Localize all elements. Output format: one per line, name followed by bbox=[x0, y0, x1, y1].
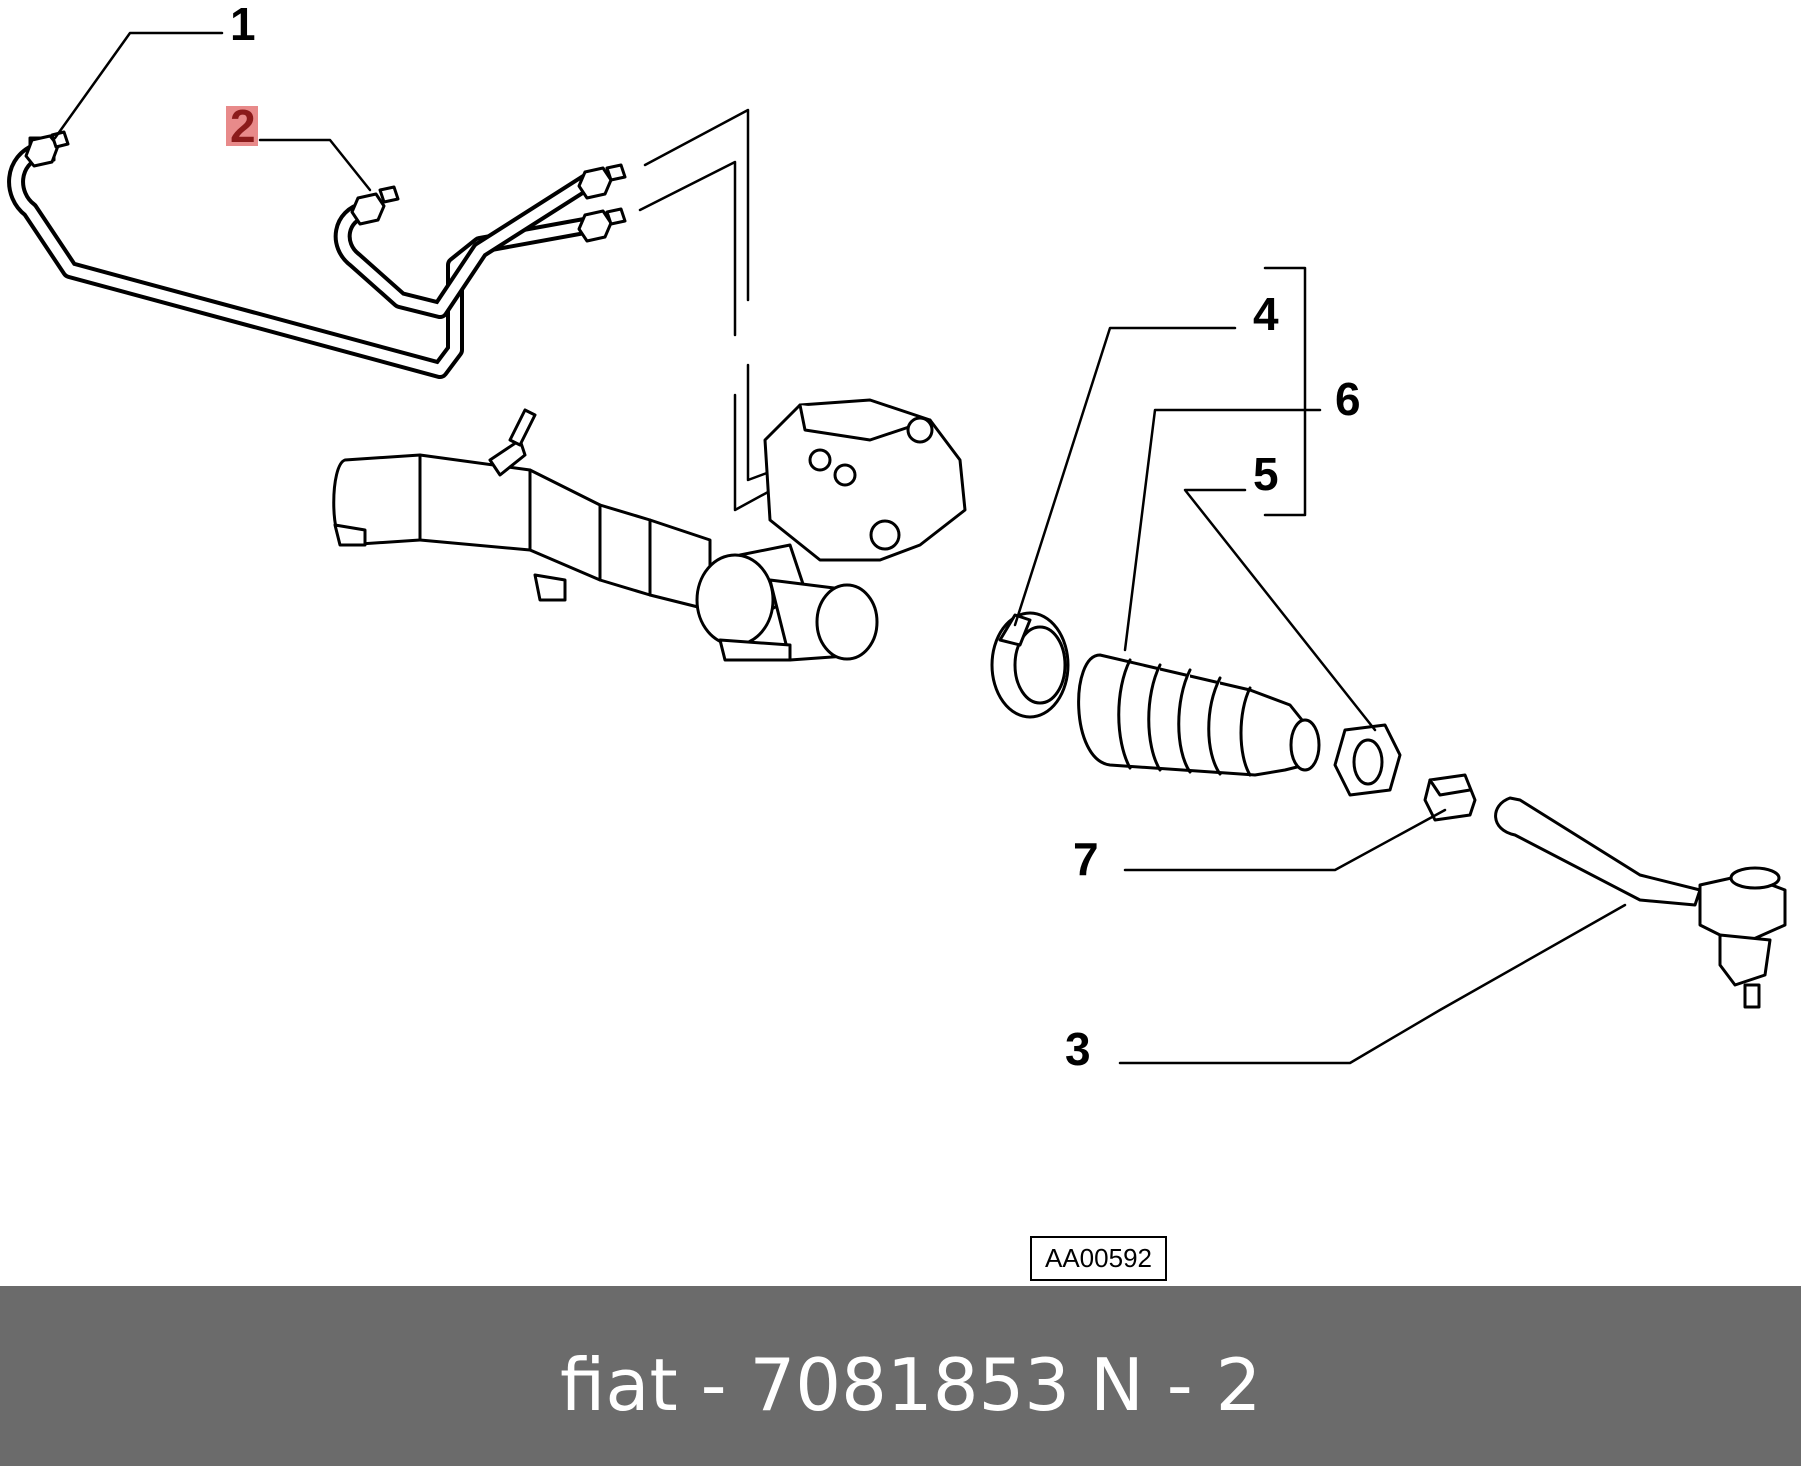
callout-highlight-2 bbox=[226, 106, 258, 146]
callout-label-7: 7 bbox=[1073, 833, 1099, 885]
callout-label-2: 2 bbox=[230, 100, 256, 152]
steering-rack-housing bbox=[332, 398, 967, 662]
footer-position-label: N - 2 bbox=[1090, 1343, 1262, 1427]
callout-label-1: 1 bbox=[230, 0, 256, 50]
callout-label-3: 3 bbox=[1065, 1023, 1091, 1075]
leader-lines bbox=[53, 31, 1627, 1065]
footer-bar: fiat - 7081853 N - 2 bbox=[0, 1286, 1801, 1466]
callout-label-5: 5 bbox=[1253, 448, 1279, 500]
pipe-2-drawing bbox=[333, 163, 627, 319]
boot-6-drawing bbox=[1077, 653, 1321, 777]
routing-lines bbox=[638, 108, 792, 512]
pipe-1-drawing bbox=[7, 130, 627, 379]
drawing-code-label: AA00592 bbox=[1030, 1236, 1167, 1281]
nut-5-drawing bbox=[1333, 723, 1402, 797]
exploded-parts-diagram: 1 2 3 4 5 6 7 AA00592 bbox=[7, 0, 1787, 1281]
steering-rack-drawing: 1 2 3 4 5 6 7 bbox=[7, 0, 1787, 1075]
callout-label-4: 4 bbox=[1253, 288, 1279, 340]
footer-part-number: fiat - 7081853 bbox=[560, 1343, 1071, 1427]
callout-labels: 1 2 3 4 5 6 7 bbox=[226, 0, 1361, 1075]
clamp-4-drawing bbox=[990, 611, 1070, 719]
nut-7-drawing bbox=[1423, 773, 1477, 822]
callout-label-6: 6 bbox=[1335, 373, 1361, 425]
tie-rod-end-3-drawing bbox=[1494, 796, 1787, 1009]
